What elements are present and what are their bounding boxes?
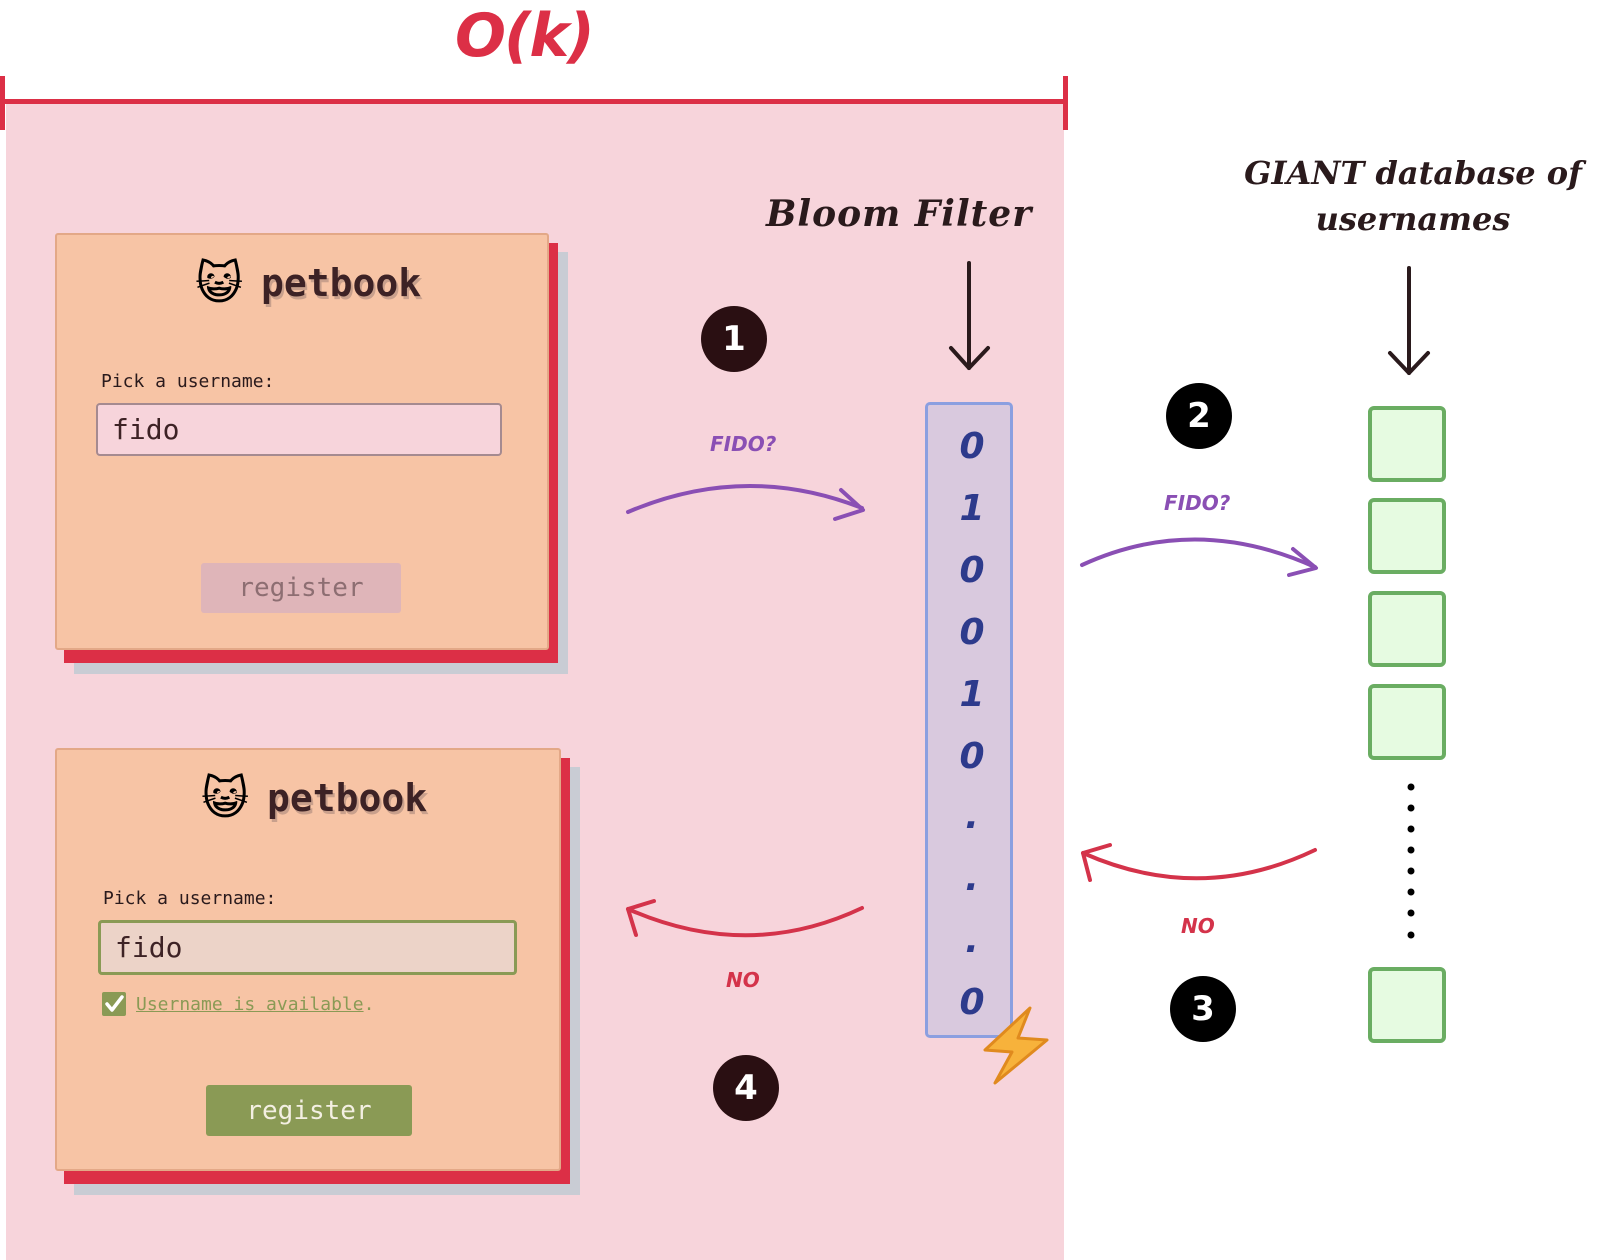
step-badge-3: 3 [1170, 976, 1236, 1042]
bit-cell: . [965, 796, 979, 837]
bottom-signup-card: 😺 petbook Pick a username: fido Username… [55, 748, 561, 1171]
database-title-line1: GIANT database of [1244, 154, 1582, 192]
bit-cell: 0 [959, 612, 985, 653]
register-button-disabled[interactable]: register [201, 563, 401, 613]
step-badge-2: 2 [1166, 383, 1232, 449]
bottom-card-brand: 😺 petbook [201, 772, 427, 824]
complexity-bracket-left-end [0, 76, 5, 130]
database-record [1368, 498, 1446, 574]
bit-cell: 1 [959, 488, 985, 529]
bit-cell: 0 [959, 736, 985, 777]
bit-cell: 0 [959, 982, 985, 1023]
down-arrow-icon [1388, 266, 1430, 375]
database-record [1368, 684, 1446, 760]
database-response-label: NO [1181, 914, 1215, 938]
query-label-to-filter: FIDO? [710, 432, 777, 456]
step-badge-4: 4 [713, 1055, 779, 1121]
query-arrow-to-database [1080, 537, 1318, 577]
complexity-bracket-right-end [1063, 76, 1068, 130]
bit-cell: 1 [959, 674, 985, 715]
filter-response-label: NO [726, 968, 760, 992]
top-signup-card: 😺 petbook Pick a username: fido register [55, 233, 549, 650]
complexity-label: O(k) [455, 1, 595, 71]
bit-cell: . [965, 858, 979, 899]
availability-status: Username is available. [102, 992, 374, 1016]
cat-face-icon: 😺 [201, 771, 249, 825]
username-label: Pick a username: [103, 888, 277, 909]
username-label: Pick a username: [101, 371, 275, 392]
response-arrow-from-database [1081, 843, 1317, 882]
database-record [1368, 967, 1446, 1043]
database-record [1368, 591, 1446, 667]
username-input[interactable]: fido [96, 403, 502, 456]
cat-face-icon: 😺 [195, 256, 243, 310]
database-title-line2: usernames [1315, 200, 1511, 238]
checkmark-icon [102, 992, 126, 1016]
bit-cell: 0 [959, 426, 985, 467]
username-input[interactable]: fido [98, 920, 517, 975]
bloom-filter-title: Bloom Filter [766, 193, 1033, 235]
bit-cell: . [965, 920, 979, 961]
query-label-to-database: FIDO? [1164, 491, 1231, 515]
brand-name: petbook [260, 261, 422, 305]
bit-cell: 0 [959, 550, 985, 591]
vertical-dots-icon [1407, 783, 1415, 939]
database-title: GIANT database of usernames [1222, 150, 1604, 250]
step-badge-1: 1 [701, 306, 767, 372]
top-card-brand: 😺 petbook [195, 257, 421, 309]
database-record [1368, 406, 1446, 482]
availability-punct: . [363, 993, 375, 1015]
bloom-filter-bit-array: 0 1 0 0 1 0 . . . 0 [925, 402, 1013, 1038]
brand-name: petbook [266, 776, 428, 820]
register-button[interactable]: register [206, 1085, 412, 1136]
availability-link[interactable]: Username is available [136, 993, 364, 1015]
complexity-bracket-line [0, 99, 1068, 104]
